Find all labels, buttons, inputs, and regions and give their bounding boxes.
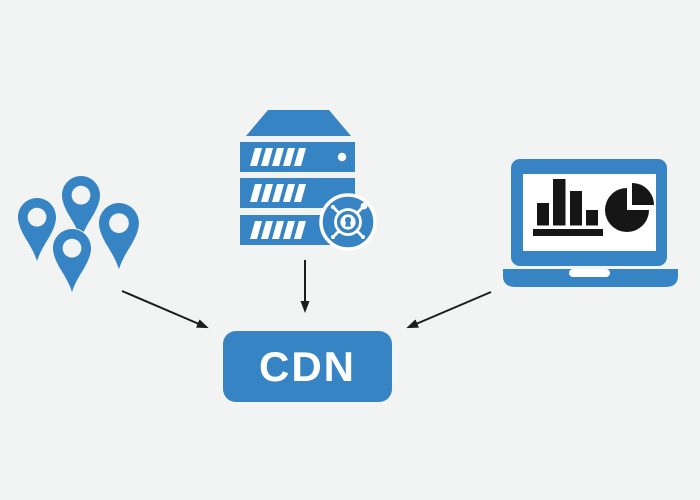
pins-to-cdn-arrow [121, 290, 209, 329]
secure-server-icon [240, 110, 377, 251]
map-pin-icon [97, 201, 140, 273]
server-vents [250, 184, 306, 202]
server-vents [250, 148, 347, 166]
cdn-label: CDN [259, 342, 356, 390]
cdn-node: CDN [223, 331, 392, 402]
server-top [246, 110, 351, 136]
laptop-notch [569, 269, 610, 277]
map-pin-icon [16, 196, 58, 265]
laptop-to-cdn-arrow [406, 291, 492, 329]
laptop-base [503, 269, 678, 287]
pie-chart-icon [605, 183, 654, 232]
bar-chart-icon [533, 179, 603, 236]
map-pin-icon [51, 227, 93, 296]
laptop-analytics-icon [503, 159, 678, 287]
server-vents [250, 221, 306, 239]
map-pins-icon [16, 174, 140, 296]
security-lock-icon [319, 193, 377, 251]
